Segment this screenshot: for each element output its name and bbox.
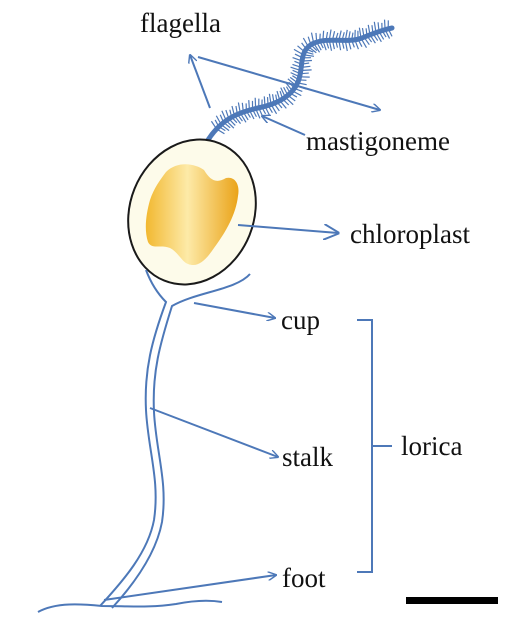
label-lorica: lorica xyxy=(401,431,462,461)
lorica-bracket xyxy=(357,320,392,572)
mastigoneme-hair xyxy=(323,31,324,41)
arrow-flagella-mastigoneme xyxy=(198,57,380,110)
arrow-cup xyxy=(194,303,275,318)
mastigoneme-hair xyxy=(264,96,265,106)
cell-body xyxy=(107,120,277,304)
mastigoneme-hair xyxy=(301,70,312,71)
flagellum xyxy=(208,20,392,140)
mastigoneme-hair xyxy=(211,121,216,129)
mastigoneme-hair xyxy=(300,73,308,74)
scale-bar xyxy=(406,597,498,604)
label-cup: cup xyxy=(281,305,320,335)
mastigoneme-hair xyxy=(316,33,317,42)
label-stalk: stalk xyxy=(282,442,333,472)
label-mastigoneme: mastigoneme xyxy=(306,126,450,156)
arrow-chloroplast xyxy=(238,225,338,233)
mastigoneme-hair xyxy=(268,97,269,105)
label-flagella: flagella xyxy=(140,8,221,38)
arrow-mastigoneme xyxy=(262,116,305,135)
lorica-stalk xyxy=(38,270,250,612)
mastigoneme-hair xyxy=(249,100,250,110)
label-chloroplast: chloroplast xyxy=(350,219,470,249)
arrow-flagella xyxy=(190,55,210,108)
label-foot: foot xyxy=(282,563,326,593)
substrate-line xyxy=(38,601,222,612)
arrow-stalk xyxy=(150,408,278,457)
mastigoneme-hair xyxy=(385,20,386,30)
